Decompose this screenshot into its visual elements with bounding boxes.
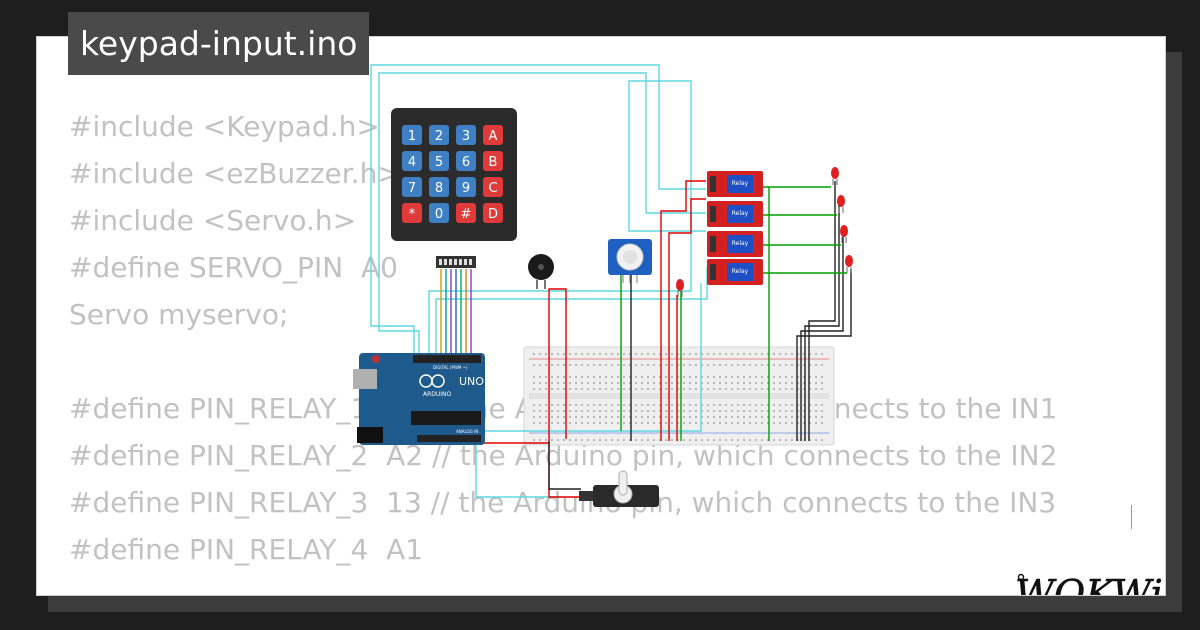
code-line: #include <Servo.h> <box>69 204 357 237</box>
wire-black <box>800 231 844 441</box>
arduino-analog-label: ANALOG IN <box>456 429 478 434</box>
leds[interactable] <box>676 167 853 297</box>
wire-black <box>548 441 581 490</box>
breadboard[interactable] <box>523 346 835 446</box>
code-line: #include <ezBuzzer.h> <box>69 157 401 190</box>
buzzer[interactable] <box>528 254 554 289</box>
project-title-tab[interactable]: keypad-input.ino <box>68 12 370 75</box>
keypad-key[interactable]: 2 <box>429 125 449 145</box>
led-red[interactable] <box>840 225 848 243</box>
relay-module[interactable]: Relay <box>707 259 763 285</box>
wire-red <box>660 180 706 441</box>
keypad-key-label: 0 <box>435 207 443 222</box>
keypad-key-label: * <box>409 207 416 222</box>
keypad-key-label: 2 <box>435 129 443 144</box>
keypad-key-label: A <box>489 129 498 144</box>
wire-red <box>548 288 567 443</box>
led-red[interactable] <box>676 279 684 297</box>
keypad-key[interactable]: 3 <box>456 125 476 145</box>
servo-motor[interactable] <box>579 470 659 507</box>
relay-label: Relay <box>732 240 749 247</box>
keypad-key[interactable]: B <box>483 151 503 171</box>
wire-black <box>804 199 840 441</box>
keypad-key-label: 6 <box>462 155 470 170</box>
keypad-key-label: 8 <box>435 181 443 196</box>
circuit-diagram[interactable]: 1 2 3 A 4 5 6 B 7 8 9 C * 0 # D <box>37 37 1165 595</box>
keypad-key[interactable]: D <box>483 203 503 223</box>
wire-black <box>808 181 836 441</box>
led-red[interactable] <box>845 255 853 273</box>
keypad-key-label: 9 <box>462 181 470 196</box>
preview-card[interactable]: #include <Keypad.h> #include <ezBuzzer.h>… <box>36 36 1166 596</box>
keypad-key[interactable]: 0 <box>429 203 449 223</box>
led-red[interactable] <box>837 195 845 213</box>
pir-motion-sensor[interactable] <box>608 239 652 283</box>
wire-cyan <box>475 441 561 498</box>
keypad-key-label: B <box>489 155 498 170</box>
wire-cyan <box>435 267 708 356</box>
code-line: Servo myservo; <box>69 298 289 331</box>
wire-cyan <box>421 283 702 432</box>
relay-label: Relay <box>732 210 749 217</box>
keypad-key-label: 1 <box>408 129 416 144</box>
wire-black <box>796 269 852 441</box>
arduino-brand-label: ARDUINO <box>423 391 452 398</box>
keypad-key[interactable]: * <box>402 203 422 223</box>
keypad-key[interactable]: 1 <box>402 125 422 145</box>
keypad-key-label: C <box>488 181 497 196</box>
keypad-key[interactable]: C <box>483 177 503 197</box>
keypad-key[interactable]: 4 <box>402 151 422 171</box>
keypad-key[interactable]: 6 <box>456 151 476 171</box>
wire-cyan <box>378 72 706 356</box>
keypad-4x4[interactable]: 1 2 3 A 4 5 6 B 7 8 9 C * 0 # D <box>391 108 517 268</box>
led-red[interactable] <box>831 167 839 185</box>
keypad-key[interactable]: 8 <box>429 177 449 197</box>
arduino-header-label: DIGITAL (PWM ~) <box>433 365 468 370</box>
keypad-key-label: 7 <box>408 181 416 196</box>
arduino-uno[interactable]: UNO ARDUINO DIGITAL (PWM ~) ANALOG IN <box>353 353 485 445</box>
wire-red <box>668 198 706 441</box>
keypad-key[interactable]: # <box>456 203 476 223</box>
relay-module[interactable]: Relay <box>707 171 763 197</box>
relay-module[interactable]: Relay <box>707 231 763 257</box>
relay-label: Relay <box>732 180 749 187</box>
keypad-key-label: 3 <box>462 129 470 144</box>
keypad-key-label: 4 <box>408 155 416 170</box>
text-cursor <box>1131 505 1132 529</box>
relay-label: Relay <box>732 268 749 275</box>
wokwi-logo: WOKWi <box>1015 567 1165 596</box>
code-line: #define PIN_RELAY_4 A1 <box>69 533 424 566</box>
code-line: #include <Keypad.h> <box>69 110 380 143</box>
keypad-key[interactable]: 9 <box>456 177 476 197</box>
keypad-key-label: D <box>488 207 498 222</box>
wokwi-logo-text: WOKWi <box>1015 572 1163 596</box>
wire-cyan <box>428 80 706 356</box>
keypad-key-label: 5 <box>435 155 443 170</box>
wire-cyan <box>370 64 706 356</box>
keypad-key[interactable]: 5 <box>429 151 449 171</box>
keypad-key[interactable]: A <box>483 125 503 145</box>
arduino-model-label: UNO <box>459 375 484 388</box>
keypad-key-label: # <box>461 207 472 222</box>
relay-module[interactable]: Relay <box>707 201 763 227</box>
keypad-key[interactable]: 7 <box>402 177 422 197</box>
